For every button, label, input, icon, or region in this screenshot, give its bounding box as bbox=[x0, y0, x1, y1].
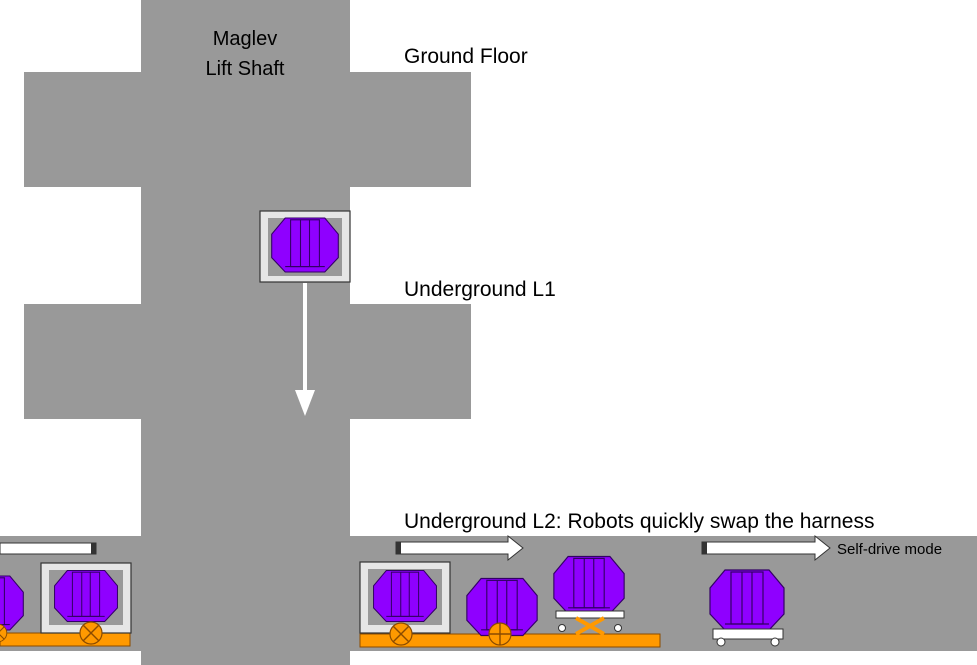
roller-plus-icon bbox=[488, 622, 512, 646]
carrier-frame bbox=[359, 561, 451, 634]
rail-left bbox=[0, 632, 131, 647]
lift-car bbox=[259, 210, 351, 283]
underground-l1-platform-right bbox=[350, 304, 471, 419]
chassis bbox=[712, 628, 784, 640]
vehicle-pod-icon bbox=[373, 569, 437, 623]
vehicle-pod-icon bbox=[553, 555, 625, 615]
shaft-label-line1: Maglev bbox=[213, 28, 277, 50]
vehicle-pod-icon bbox=[271, 217, 339, 273]
self-drive-vehicle bbox=[709, 569, 785, 647]
underground-l1-label: Underground L1 bbox=[404, 278, 556, 301]
right-arrow-icon bbox=[0, 542, 97, 555]
roller-x-icon bbox=[389, 622, 413, 646]
vehicle-pod-icon bbox=[54, 569, 118, 623]
right-arrow-icon bbox=[701, 534, 831, 562]
roller-x-icon bbox=[79, 621, 103, 645]
scissor-lift-icon bbox=[555, 610, 625, 636]
self-drive-label: Self-drive mode bbox=[837, 541, 942, 558]
lift-shaft bbox=[141, 0, 350, 665]
down-arrow-icon bbox=[295, 283, 315, 416]
wheel-icon bbox=[770, 637, 780, 647]
underground-l2-label: Underground L2: Robots quickly swap the … bbox=[404, 510, 874, 533]
underground-l2-corridor-right bbox=[350, 536, 977, 651]
ground-floor-label: Ground Floor bbox=[404, 45, 528, 68]
wheel-icon bbox=[716, 637, 726, 647]
ground-floor-platform-left bbox=[24, 72, 141, 187]
right-arrow-icon bbox=[395, 534, 524, 562]
carrier-frame bbox=[40, 562, 132, 634]
ground-floor-platform-right bbox=[350, 72, 471, 187]
underground-l1-platform-left bbox=[24, 304, 141, 419]
vehicle-pod-icon bbox=[709, 569, 785, 631]
shaft-label-line2: Lift Shaft bbox=[206, 58, 285, 80]
